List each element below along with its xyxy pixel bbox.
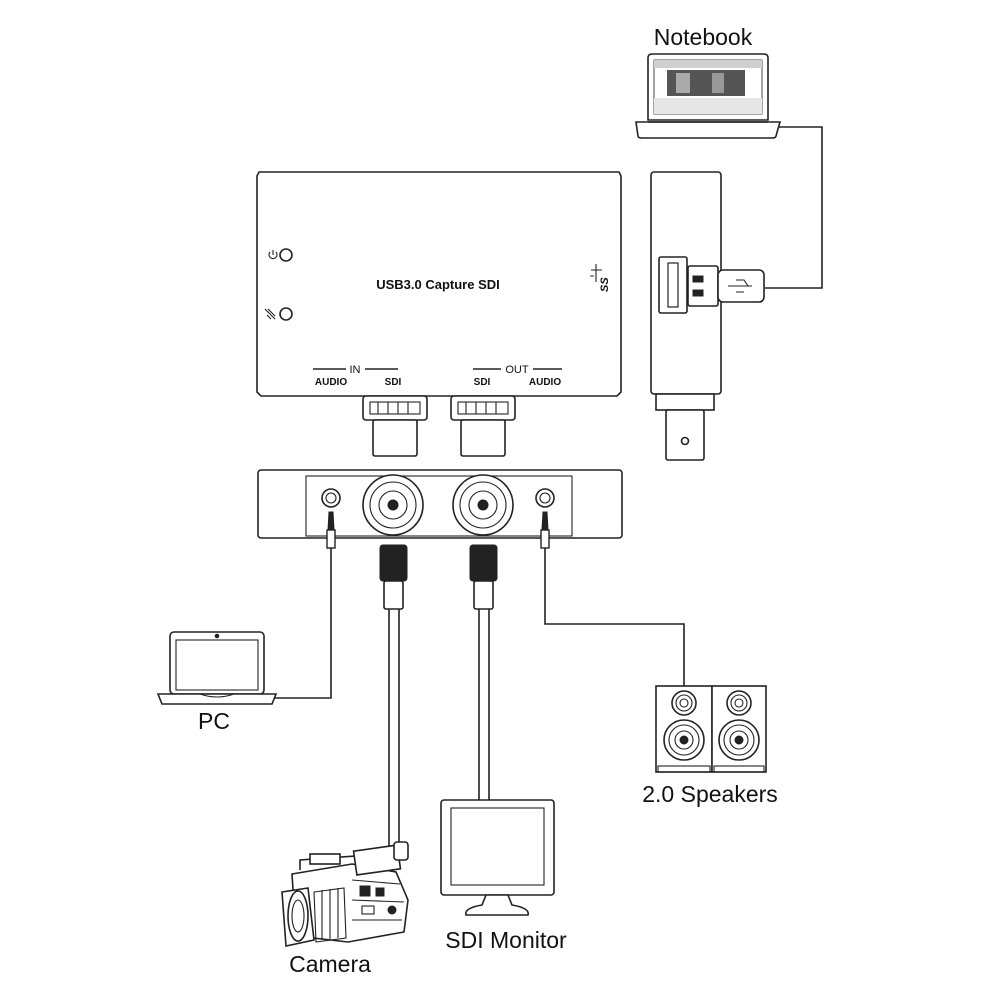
sdi-out-plug: [469, 544, 498, 610]
sdi-monitor: [440, 799, 555, 916]
speakers-label: 2.0 Speakers: [642, 781, 778, 807]
notebook-label: Notebook: [654, 24, 753, 50]
device-side-view: [650, 171, 765, 461]
status-led-icon: [279, 307, 293, 321]
sdi-in-plug: [379, 544, 408, 610]
device-name: USB3.0 Capture SDI: [376, 277, 500, 292]
pc-label: PC: [198, 708, 230, 734]
svg-text:SS: SS: [599, 277, 611, 292]
camera: [281, 841, 409, 947]
bnc-out-connector: [450, 395, 516, 457]
out-label: OUT: [505, 364, 529, 376]
usb-superspeed-icon: SS: [590, 264, 611, 292]
in-audio-label: AUDIO: [315, 377, 347, 388]
speaker-left: [655, 685, 713, 773]
device-top-view: SS IN OUT AUDIO SDI SDI AUDIO: [256, 171, 622, 457]
sdi-monitor-label: SDI Monitor: [445, 927, 567, 953]
device-front-panel: [257, 469, 623, 539]
in-label: IN: [350, 364, 361, 376]
in-sdi-label: SDI: [385, 377, 402, 388]
speaker-right: [711, 685, 767, 773]
audio-out-plug: [540, 511, 550, 549]
pc-audio-cable: [274, 548, 332, 699]
speakers: [655, 685, 767, 773]
out-sdi-label: SDI: [474, 377, 491, 388]
bnc-in-connector: [362, 395, 428, 457]
power-led-icon: [279, 248, 293, 262]
sdi-out-cable: [478, 609, 490, 800]
notebook: [635, 53, 782, 139]
audio-in-plug: [326, 511, 336, 549]
sdi-in-cable: [388, 609, 400, 846]
pc-laptop: [156, 631, 278, 705]
usb-cable: [765, 126, 823, 289]
camera-label: Camera: [289, 951, 371, 977]
speaker-audio-cable: [544, 548, 685, 686]
out-audio-label: AUDIO: [529, 377, 561, 388]
